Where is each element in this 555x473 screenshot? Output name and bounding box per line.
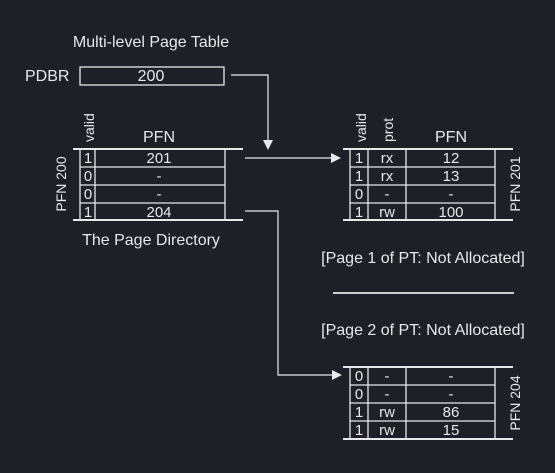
pt204-row-valid: 0 [355,368,363,385]
pt201-row-prot: rw [379,204,395,221]
pt201-row-valid: 1 [355,168,363,185]
page2-not-allocated-note: [Page 2 of PT: Not Allocated] [321,322,525,339]
pt201-row-prot: - [385,186,390,203]
page-table-204: PFN 204 0 - - 0 - - 1 rw 86 1 rw 15 [343,366,523,440]
pt201-row-valid: 0 [355,186,363,203]
pd-row-valid: 0 [84,186,92,203]
pd-row-3: 1 204 [84,204,172,221]
pd-header-pfn: PFN [143,129,175,146]
pt201-row-prot: rx [381,168,394,185]
page-directory-caption: The Page Directory [82,232,220,249]
pt201-header-prot: prot [380,118,396,142]
pt204-row-prot: rw [379,404,395,421]
pd-row-pfn: - [157,186,162,203]
pdbr-arrow [231,74,273,150]
pd-row-pfn: 204 [146,204,171,221]
pd-to-pt204-arrow [245,210,342,380]
pd-row-pfn: 201 [146,150,171,167]
pd-header-valid: valid [81,113,97,142]
pt201-row-pfn: - [449,186,454,203]
page1-not-allocated-note: [Page 1 of PT: Not Allocated] [321,250,525,267]
pd-row-valid: 0 [84,168,92,185]
pdbr-value: 200 [138,68,165,85]
page-directory-table: valid PFN PFN 200 1 201 0 - 0 - 1 204 [53,113,243,221]
pt204-side-label: PFN 204 [507,375,523,430]
pdbr-box [79,66,225,86]
pt201-row-3: 1 rw 100 [355,204,464,221]
pt201-header-pfn: PFN [435,129,467,146]
pd-row-2: 0 - [84,186,162,203]
pt204-row-valid: 1 [355,404,363,421]
pt201-side-label: PFN 201 [507,156,523,211]
diagram-title: Multi-level Page Table [73,34,229,51]
pt204-row-prot: - [385,368,390,385]
pt204-row-2: 1 rw 86 [355,404,460,421]
pt201-row-valid: 1 [355,150,363,167]
pt201-row-pfn: 13 [443,168,460,185]
pt201-row-0: 1 rx 12 [355,150,460,167]
pd-row-valid: 1 [84,204,92,221]
pdbr-label: PDBR [25,68,69,85]
page-table-201: valid prot PFN PFN 201 1 rx 12 1 rx 13 0… [343,113,523,221]
pt204-row-3: 1 rw 15 [355,422,460,439]
pt201-row-1: 1 rx 13 [355,168,460,185]
pt204-row-pfn: 15 [443,422,460,439]
pt204-row-prot: rw [379,422,395,439]
pt201-row-valid: 1 [355,204,363,221]
pt201-row-pfn: 100 [438,204,463,221]
pd-row-pfn: - [157,168,162,185]
pt204-row-prot: - [385,386,390,403]
pt201-row-pfn: 12 [443,150,460,167]
pd-row-1: 0 - [84,168,162,185]
pt201-row-prot: rx [381,150,394,167]
pd-to-pt201-arrow [245,153,341,163]
pt201-header-valid: valid [353,113,369,142]
pd-side-label: PFN 200 [53,156,69,211]
pt204-row-valid: 1 [355,422,363,439]
pt204-row-0: 0 - - [355,368,454,385]
pt204-row-pfn: - [449,386,454,403]
pd-row-0: 1 201 [84,150,172,167]
pt204-row-pfn: 86 [443,404,460,421]
pt204-row-pfn: - [449,368,454,385]
pt204-row-1: 0 - - [355,386,454,403]
pd-row-valid: 1 [84,150,92,167]
pt201-row-2: 0 - - [355,186,454,203]
pt204-row-valid: 0 [355,386,363,403]
